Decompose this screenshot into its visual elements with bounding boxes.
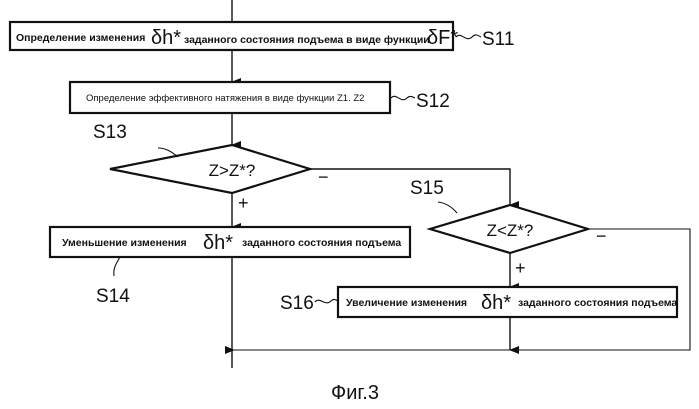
arrow-s15-no-loop [225, 228, 691, 354]
step-s16-ref: S16 [280, 293, 314, 314]
step-s13-yes-label: + [238, 193, 249, 213]
step-s14-leader [113, 256, 121, 277]
step-s16-text-before: Увеличение изменения [346, 297, 467, 309]
step-s14: Уменьшение изменения δh* заданного состо… [48, 225, 412, 259]
step-s14-box [48, 225, 412, 259]
step-s16-text-after: заданного состояния подъема [518, 297, 677, 309]
step-s15-ref: S15 [410, 178, 444, 199]
step-s15-leader [437, 201, 458, 214]
arrow-s13-no-to-s15 [310, 168, 519, 209]
step-s12-box [68, 80, 392, 115]
step-s14-text-after: заданного состояния подъема [242, 237, 401, 249]
step-s11-text-before: Определение изменения [16, 32, 145, 44]
step-s12-text: Определение эффективного натяжения в вид… [86, 93, 364, 104]
step-s12: Определение эффективного натяжения в вид… [68, 80, 392, 115]
figure-caption: Фиг.3 [331, 382, 379, 404]
step-s12-leader [390, 95, 416, 101]
step-s13-ref: S13 [93, 122, 127, 143]
step-s13: Z>Z*? [109, 143, 314, 195]
step-s11: Определение изменения δh* заданного сост… [8, 20, 458, 52]
step-s14-symbol: δh* [203, 232, 233, 254]
step-s11-symbol2: δF* [427, 27, 458, 49]
step-s11-text-middle: заданного состояния подъема в виде функц… [184, 34, 430, 46]
step-s16-symbol: δh* [481, 292, 511, 314]
step-s12-ref: S12 [416, 91, 450, 112]
step-s15: Z<Z*? [426, 203, 592, 255]
step-s13-leader [157, 147, 179, 158]
step-s11-ref: S11 [482, 29, 514, 50]
step-s13-condition: Z>Z*? [209, 161, 256, 180]
step-s16-leader [314, 298, 339, 304]
step-s16-box [336, 285, 679, 319]
step-s14-ref: S14 [96, 286, 130, 307]
step-s15-yes-label: + [515, 258, 526, 278]
step-s11-leader [455, 34, 482, 40]
step-s14-text-before: Уменьшение изменения [62, 237, 187, 249]
step-s15-no-label: − [596, 226, 607, 246]
step-s16: Увеличение изменения δh* заданного состо… [336, 285, 679, 319]
step-s15-condition: Z<Z*? [487, 221, 534, 240]
step-s11-symbol: δh* [151, 27, 181, 49]
step-s13-no-label: − [318, 167, 329, 187]
